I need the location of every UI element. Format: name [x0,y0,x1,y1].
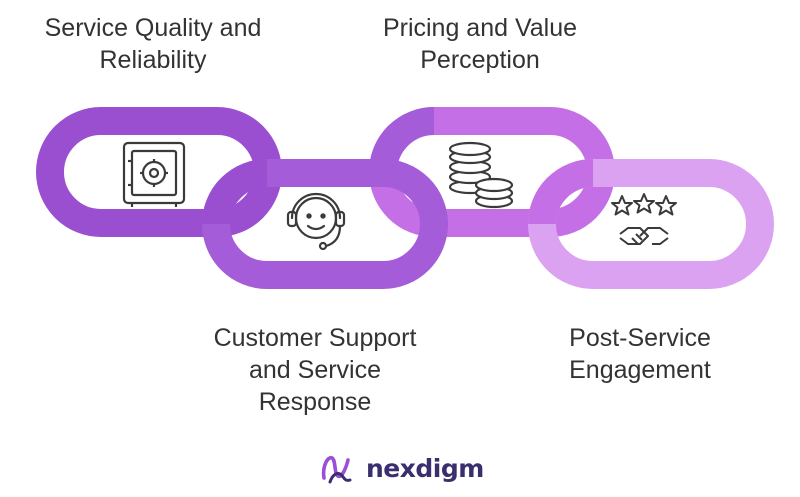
link-overlap-1 [202,159,268,225]
headset-agent-icon [286,192,346,251]
step-label-service-quality: Service Quality and Reliability [44,14,262,74]
brand-name: nexdigm [366,453,484,483]
stars-handshake-icon [611,193,677,245]
step-label-customer-support: Customer Support and Service Response [213,324,417,416]
link-overlap-3 [528,159,594,225]
safe-icon [122,141,186,207]
step-label-pricing-value: Pricing and Value Perception [382,14,578,74]
link-overlap-2 [369,107,435,173]
coin-stacks-icon [448,141,514,209]
nexdigm-logo: nexdigm [318,448,484,488]
nexdigm-logo-icon [321,456,352,484]
chain-diagram [36,107,774,289]
step-label-post-service: Post-Service Engagement [569,324,711,384]
